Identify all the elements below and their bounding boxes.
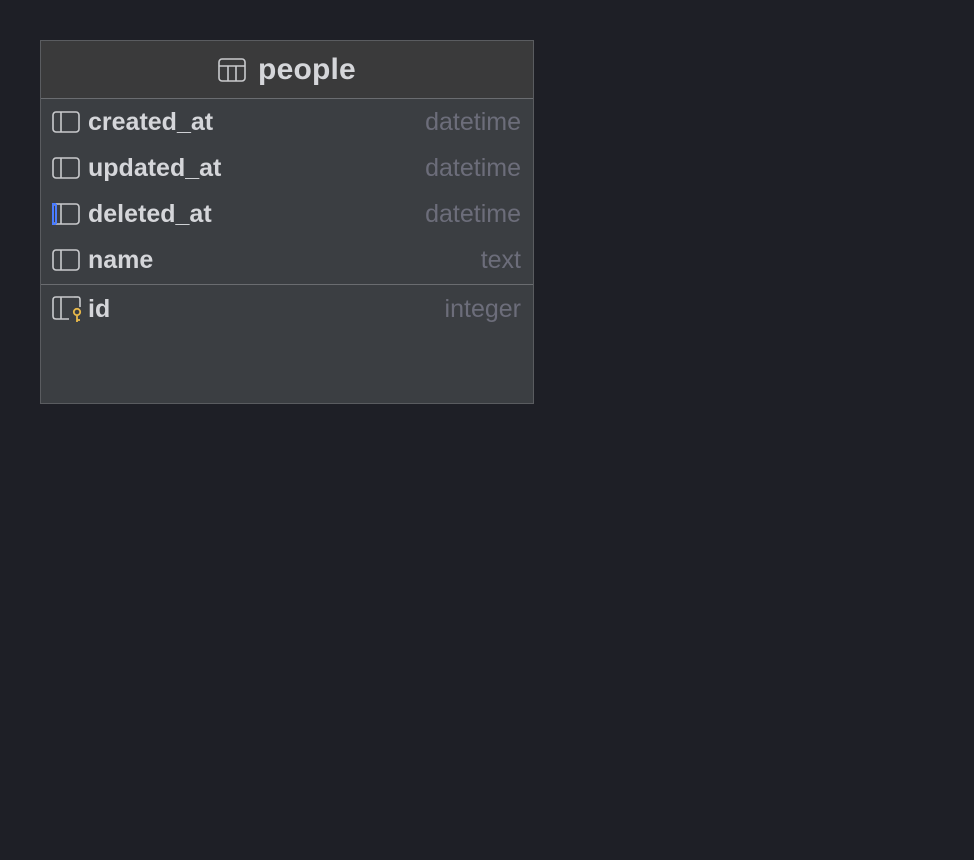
table-header[interactable]: people: [41, 41, 533, 99]
table-icon: [218, 57, 246, 82]
column-highlighted-icon: [52, 203, 80, 225]
column-type: datetime: [425, 107, 521, 136]
column-icon: [52, 157, 80, 179]
column-icon: [52, 111, 80, 133]
column-icon: [52, 249, 80, 271]
section-divider: [41, 284, 533, 285]
column-name: id: [88, 294, 111, 323]
column-name: deleted_at: [88, 199, 212, 228]
primary-key-icon: [52, 296, 82, 322]
column-name: name: [88, 245, 154, 274]
column-row-name[interactable]: name text: [41, 237, 533, 283]
column-row-id[interactable]: id integer: [41, 286, 533, 332]
column-type: integer: [444, 294, 521, 323]
column-row-created-at[interactable]: created_at datetime: [41, 99, 533, 145]
column-name: created_at: [88, 107, 214, 136]
column-type: text: [480, 245, 521, 274]
table-node-people[interactable]: people created_at datetime updated_at da…: [40, 40, 534, 404]
column-type: datetime: [425, 199, 521, 228]
column-name: updated_at: [88, 153, 222, 182]
column-type: datetime: [425, 153, 521, 182]
column-row-updated-at[interactable]: updated_at datetime: [41, 145, 533, 191]
table-title: people: [258, 52, 356, 86]
column-row-deleted-at[interactable]: deleted_at datetime: [41, 191, 533, 237]
